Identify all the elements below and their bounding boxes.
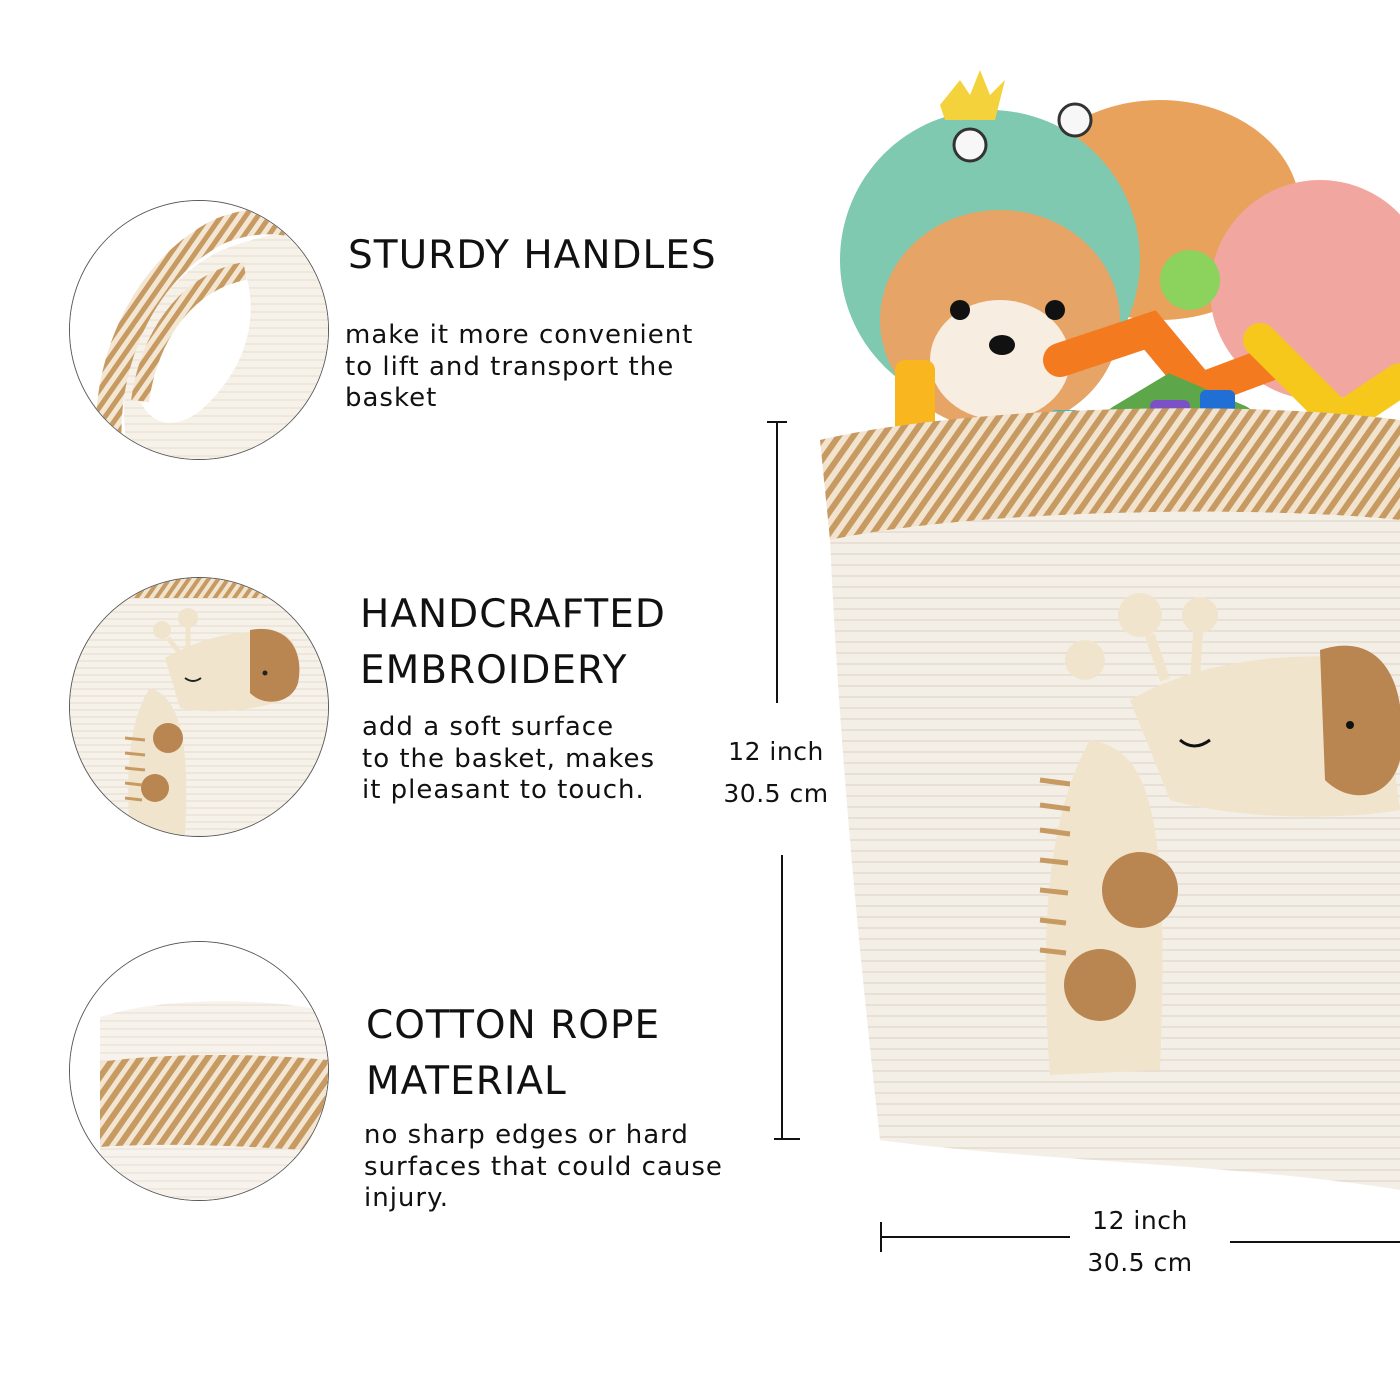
feature-title-material: COTTON ROPE MATERIAL (366, 1003, 661, 1104)
rope-weave-icon (70, 942, 328, 1200)
width-imperial: 12 inch (1092, 1206, 1188, 1235)
height-dimension-label: 12 inch 30.5 cm (716, 731, 836, 815)
feature-title-handles: STURDY HANDLES (348, 233, 717, 278)
giraffe-embroidery-icon (70, 578, 328, 836)
width-metric: 30.5 cm (1087, 1248, 1193, 1277)
handle-closeup-image (69, 200, 329, 460)
width-dimension-label: 12 inch 30.5 cm (1080, 1200, 1200, 1284)
height-metric: 30.5 cm (723, 779, 829, 808)
feature-description-handles: make it more convenient to lift and tran… (345, 320, 694, 413)
embroidery-closeup-image (69, 577, 329, 837)
feature-description-material: no sharp edges or hard surfaces that cou… (364, 1120, 723, 1213)
rope-handle-icon (70, 201, 328, 459)
rope-material-closeup-image (69, 941, 329, 1201)
feature-description-embroidery: add a soft surface to the basket, makes … (362, 712, 656, 805)
basket-product-image (820, 60, 1400, 1200)
basket-with-toys-icon (820, 70, 1400, 1190)
height-dimension-line-bottom (781, 855, 783, 1139)
width-dimension-line-left (880, 1236, 1070, 1238)
feature-title-embroidery: HANDCRAFTED EMBROIDERY (360, 592, 666, 693)
height-imperial: 12 inch (728, 737, 824, 766)
height-dimension-bottom-cap (774, 1138, 800, 1140)
height-dimension-line-top (776, 421, 778, 703)
width-dimension-line-right (1230, 1241, 1400, 1243)
